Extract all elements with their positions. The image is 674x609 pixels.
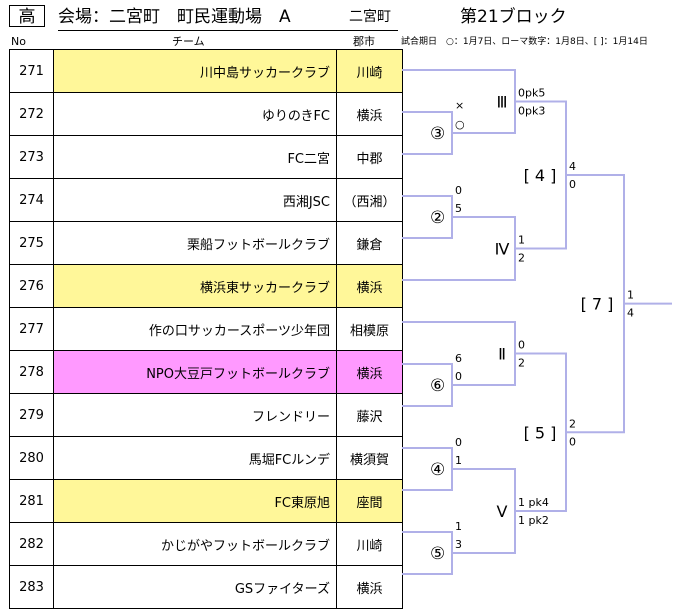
column-header-team: チーム bbox=[172, 35, 205, 48]
m5-label: ⑤ bbox=[430, 544, 445, 564]
category-badge: 高 bbox=[9, 5, 45, 27]
m2-score-top: 0 bbox=[455, 184, 462, 197]
team-number: 273 bbox=[9, 135, 54, 179]
q5-label: [ 5 ] bbox=[524, 423, 557, 442]
team-name: 栗船フットボールクラブ bbox=[53, 221, 337, 265]
mIV-score-top: 1 bbox=[518, 234, 525, 247]
q7-label: [ 7 ] bbox=[581, 295, 614, 314]
team-number: 271 bbox=[9, 49, 54, 93]
mIII-score-top: 0pk5 bbox=[518, 87, 545, 100]
venue-title: 会場：二宮町 町民運動場 A bbox=[58, 7, 291, 27]
m6-score-bottom: 0 bbox=[455, 370, 462, 383]
mII-label: Ⅱ bbox=[498, 345, 506, 364]
m5-score-bottom: 3 bbox=[455, 538, 462, 551]
venue-city: 二宮町 bbox=[349, 9, 391, 25]
q5-score-bottom: 0 bbox=[569, 435, 576, 448]
team-city: 横須賀 bbox=[336, 436, 403, 480]
team-number: 275 bbox=[9, 221, 54, 265]
team-name: FC東原旭 bbox=[53, 479, 337, 523]
mII-score-top: 0 bbox=[518, 339, 525, 352]
m3-label: ③ bbox=[430, 124, 445, 144]
team-name: 西湘JSC bbox=[53, 178, 337, 222]
m4-label: ④ bbox=[430, 460, 445, 480]
team-city: 川崎 bbox=[336, 522, 403, 566]
header-underline bbox=[58, 30, 398, 31]
mIV-score-bottom: 2 bbox=[518, 252, 525, 265]
m3-score-bottom: ○ bbox=[455, 118, 465, 131]
mIII-score-bottom: 0pk3 bbox=[518, 105, 545, 118]
team-city: 横浜 bbox=[336, 264, 403, 308]
block-title: 第21ブロック bbox=[460, 7, 567, 27]
column-header-no: No bbox=[11, 35, 26, 48]
team-name: ゆりのきFC bbox=[53, 92, 337, 136]
q7-score-bottom: 4 bbox=[627, 307, 634, 320]
m5-score-top: 1 bbox=[455, 520, 462, 533]
team-name: FC二宮 bbox=[53, 135, 337, 179]
team-number: 276 bbox=[9, 264, 54, 308]
team-number: 279 bbox=[9, 393, 54, 437]
team-name: 馬堀FCルンデ bbox=[53, 436, 337, 480]
column-header-city: 郡市 bbox=[353, 35, 375, 48]
team-city: 藤沢 bbox=[336, 393, 403, 437]
mV-score-top: 1 pk4 bbox=[518, 496, 549, 509]
q4-score-top: 4 bbox=[569, 160, 576, 173]
team-number: 272 bbox=[9, 92, 54, 136]
m4-score-top: 0 bbox=[455, 436, 462, 449]
team-number: 281 bbox=[9, 479, 54, 523]
mV-score-bottom: 1 pk2 bbox=[518, 514, 549, 527]
m3-score-top: × bbox=[455, 99, 464, 112]
q7-score-top: 1 bbox=[627, 289, 634, 302]
schedule-legend: 試合期日 ○：1月7日、ローマ数字：1月8日、[ ]：1月14日 bbox=[401, 37, 648, 47]
m2-label: ② bbox=[430, 208, 445, 228]
mII-score-bottom: 2 bbox=[518, 357, 525, 370]
team-number: 280 bbox=[9, 436, 54, 480]
m2-score-bottom: 5 bbox=[455, 202, 462, 215]
team-city: 相模原 bbox=[336, 307, 403, 351]
q4-label: [ 4 ] bbox=[524, 166, 557, 185]
q5-score-top: 2 bbox=[569, 417, 576, 430]
team-city: 川崎 bbox=[336, 49, 403, 93]
mIII-label: Ⅲ bbox=[496, 93, 507, 112]
team-city: （西湘） bbox=[336, 178, 403, 222]
team-city: 横浜 bbox=[336, 350, 403, 394]
team-name: かじがやフットボールクラブ bbox=[53, 522, 337, 566]
team-name: 川中島サッカークラブ bbox=[53, 49, 337, 93]
team-city: 座間 bbox=[336, 479, 403, 523]
mIV-label: Ⅳ bbox=[495, 240, 510, 259]
team-name: フレンドリー bbox=[53, 393, 337, 437]
mV-label: Ⅴ bbox=[497, 502, 508, 521]
team-number: 282 bbox=[9, 522, 54, 566]
q4-score-bottom: 0 bbox=[569, 178, 576, 191]
m4-score-bottom: 1 bbox=[455, 454, 462, 467]
team-city: 中郡 bbox=[336, 135, 403, 179]
m6-label: ⑥ bbox=[430, 376, 445, 396]
m6-score-top: 6 bbox=[455, 352, 462, 365]
